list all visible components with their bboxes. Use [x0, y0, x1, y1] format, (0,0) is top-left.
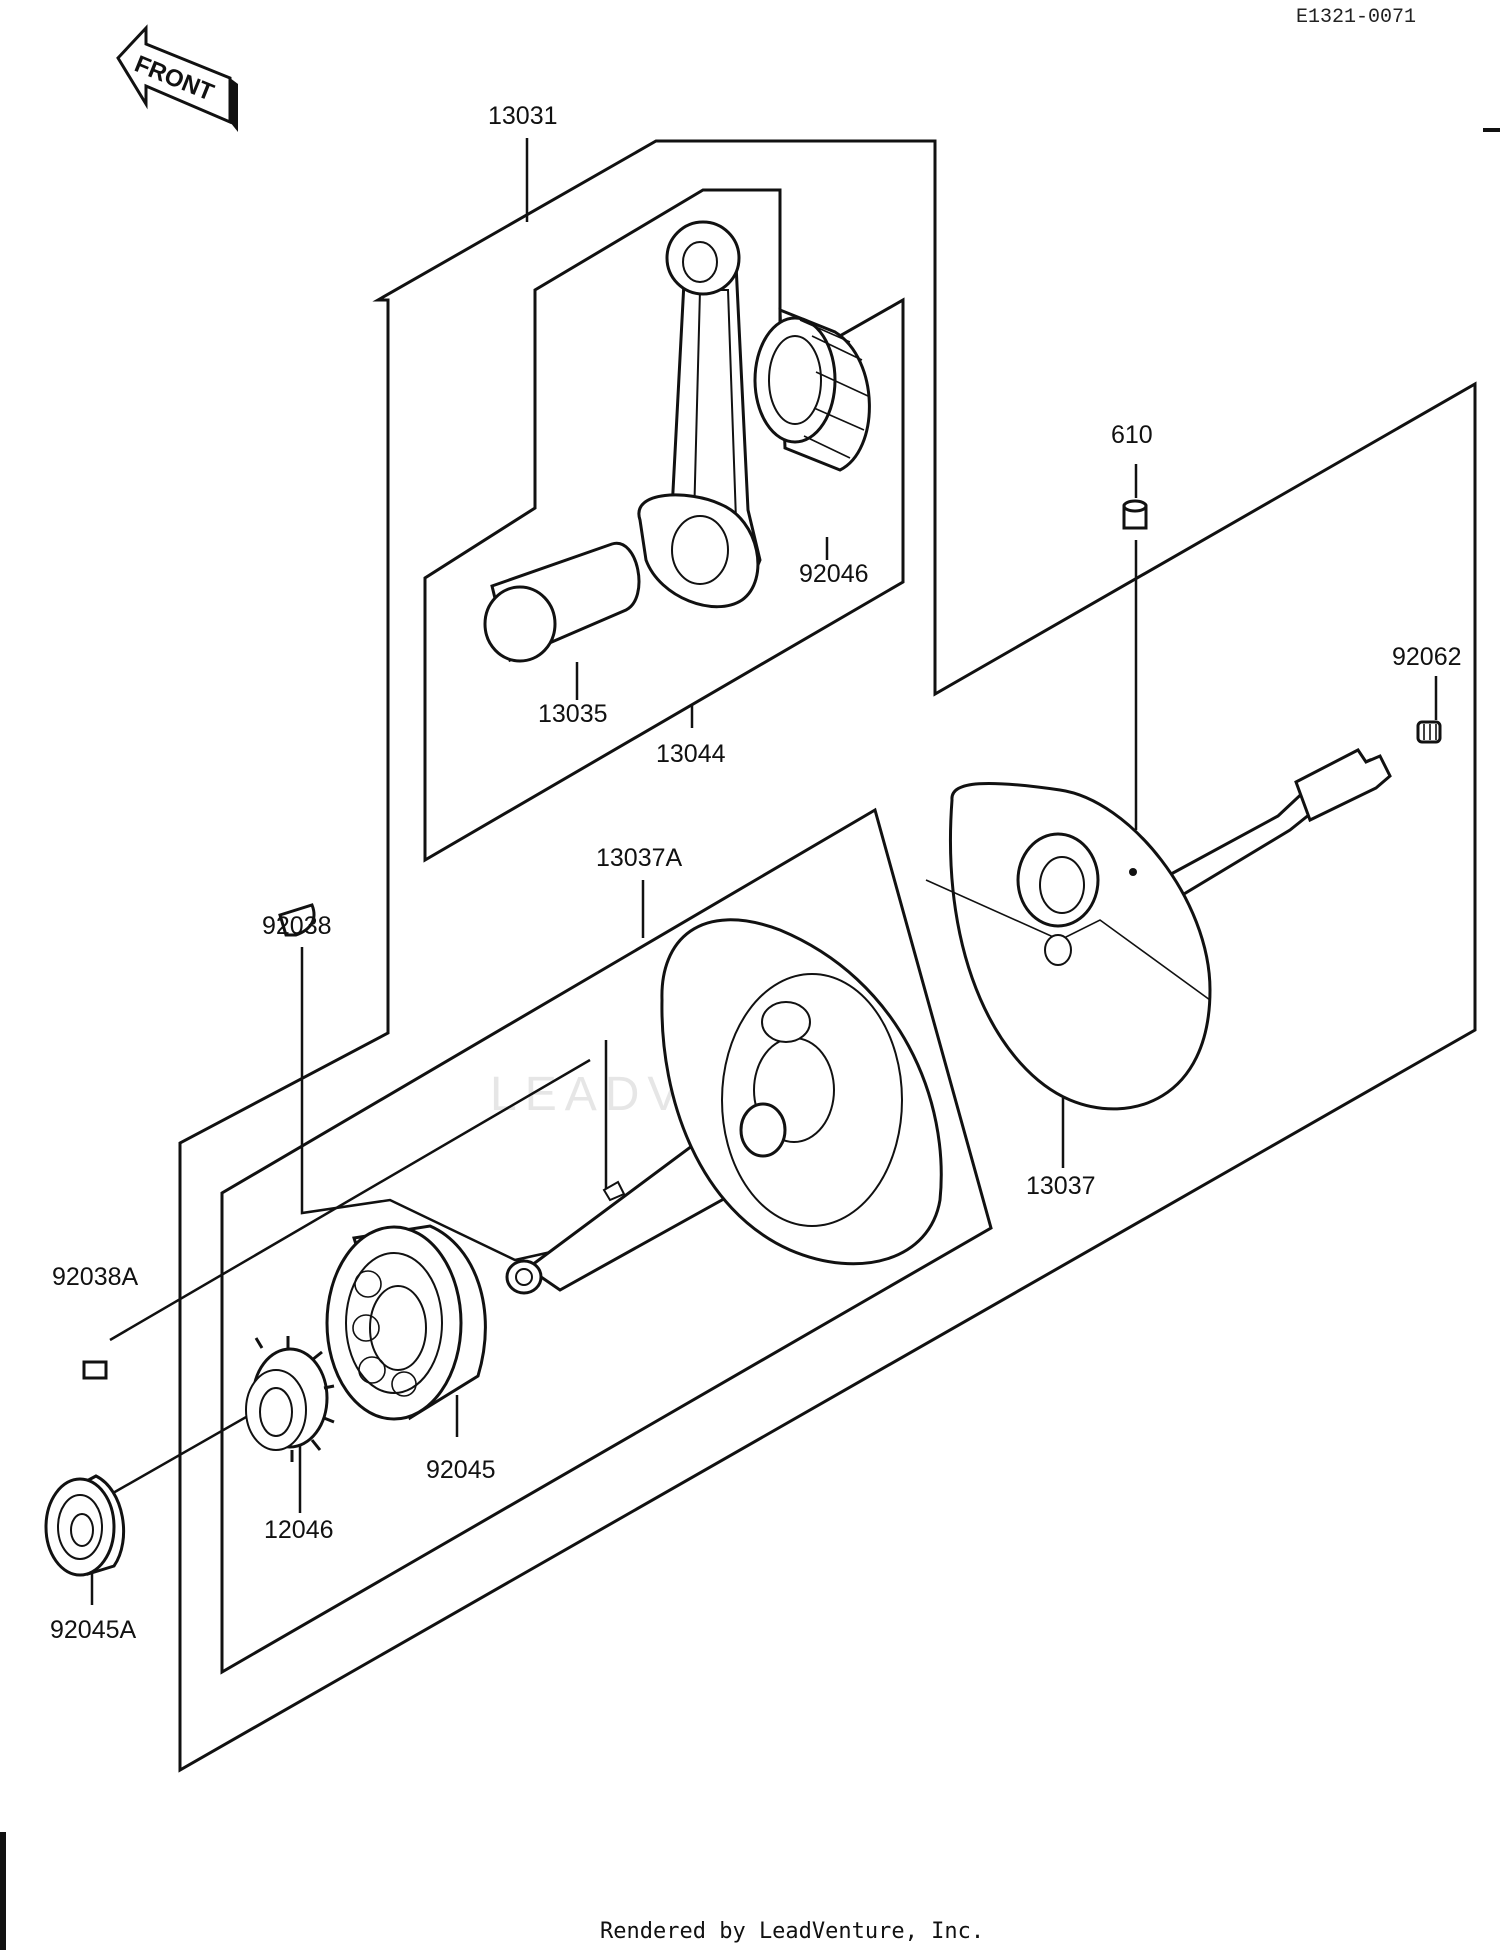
label-13044: 13044 [656, 740, 726, 768]
part-labels: 13031 610 92046 92062 13035 13044 13037A… [50, 102, 1462, 1644]
woodruff-key-92038 [278, 903, 316, 937]
piston-pin-13035 [483, 541, 641, 663]
dowel-610 [1122, 499, 1148, 530]
needle-bearing-92046 [753, 307, 871, 472]
label-92062: 92062 [1392, 643, 1462, 671]
screw-92062 [1416, 720, 1442, 744]
label-13037A: 13037A [596, 844, 683, 872]
label-92038A: 92038A [52, 1263, 139, 1291]
label-92046: 92046 [799, 560, 869, 588]
ball-bearing-92045 [325, 1224, 487, 1421]
key-92038A [82, 1360, 108, 1380]
label-92038: 92038 [262, 912, 332, 940]
label-610: 610 [1111, 421, 1153, 449]
ball-bearing-92045A [44, 1474, 126, 1577]
sprocket-12046 [245, 1336, 335, 1462]
crankshaft-left-13037A [505, 918, 943, 1295]
label-92045: 92045 [426, 1456, 496, 1484]
label-13037: 13037 [1026, 1172, 1096, 1200]
box-13031 [178, 139, 1477, 1773]
label-92045A: 92045A [50, 1616, 137, 1644]
label-13035: 13035 [538, 700, 608, 728]
label-13031: 13031 [488, 102, 558, 130]
reference-code: E1321-0071 [1296, 6, 1416, 29]
edge-mark [1483, 128, 1500, 132]
label-12046: 12046 [264, 1516, 334, 1544]
front-arrow-icon: FRONT [116, 24, 238, 132]
crankshaft-right-13037 [925, 748, 1392, 1111]
box-13044 [423, 188, 905, 863]
edge-bar [0, 1832, 6, 1950]
connecting-rod-13031 [637, 220, 762, 609]
box-13037A [220, 807, 993, 1675]
leader-lines [90, 138, 1438, 1605]
footer-credit: Rendered by LeadVenture, Inc. [600, 1919, 984, 1944]
